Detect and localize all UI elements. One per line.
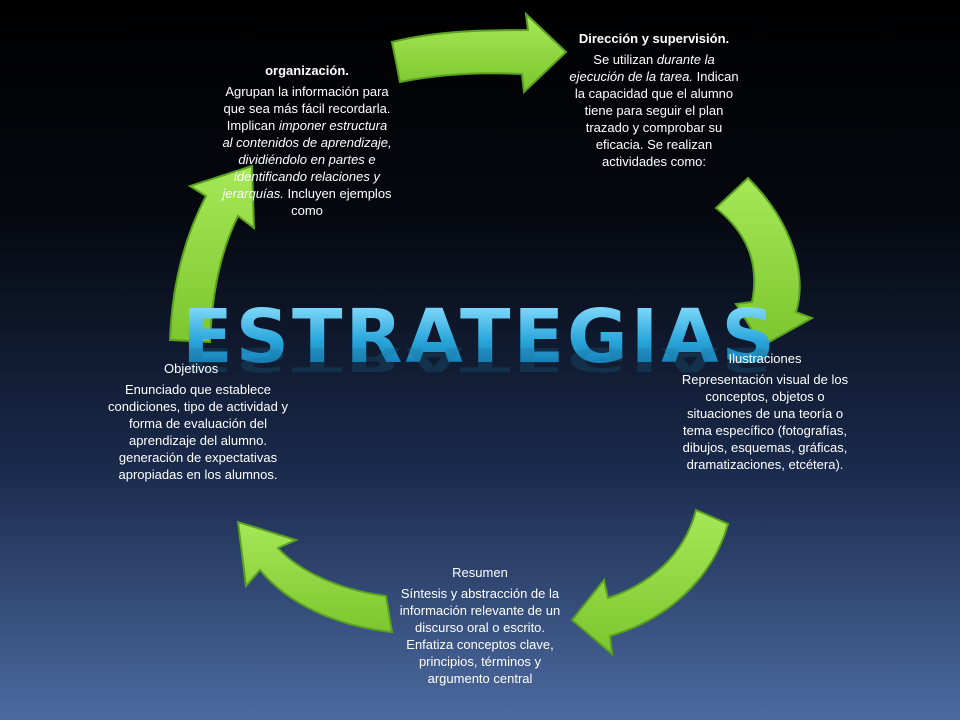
ilustraciones-block: Ilustraciones Representación visual de l… — [676, 350, 854, 473]
objetivos-body: Enunciado que establece condiciones, tip… — [108, 382, 288, 482]
objetivos-block: Objetivos Enunciado que establece condic… — [106, 360, 290, 483]
organizacion-heading: organización. — [265, 63, 349, 78]
objetivos-heading: Objetivos — [164, 361, 219, 376]
arrow-top — [390, 11, 568, 95]
organizacion-body: Agrupan la información para que sea más … — [222, 84, 392, 218]
resumen-heading: Resumen — [452, 565, 508, 580]
main-title: ESTRATEGIAS — [0, 300, 960, 374]
arrow-right — [714, 176, 815, 348]
arrow-left — [168, 164, 256, 344]
organizacion-block: organización. Agrupan la información par… — [222, 62, 392, 219]
direccion-heading: Dirección y supervisión. — [578, 31, 730, 46]
arrow-bottom-left — [236, 520, 394, 634]
ilustraciones-heading: Ilustraciones — [728, 351, 802, 366]
arrow-bottom-right — [570, 508, 730, 657]
resumen-body: Síntesis y abstracción de la información… — [399, 586, 561, 686]
direccion-body: Se utilizan durante la ejecución de la t… — [569, 52, 739, 169]
ilustraciones-body: Representación visual de los conceptos, … — [681, 372, 849, 472]
direccion-block: Dirección y supervisión. Se utilizan dur… — [568, 30, 740, 170]
resumen-block: Resumen Síntesis y abstracción de la inf… — [394, 564, 566, 687]
